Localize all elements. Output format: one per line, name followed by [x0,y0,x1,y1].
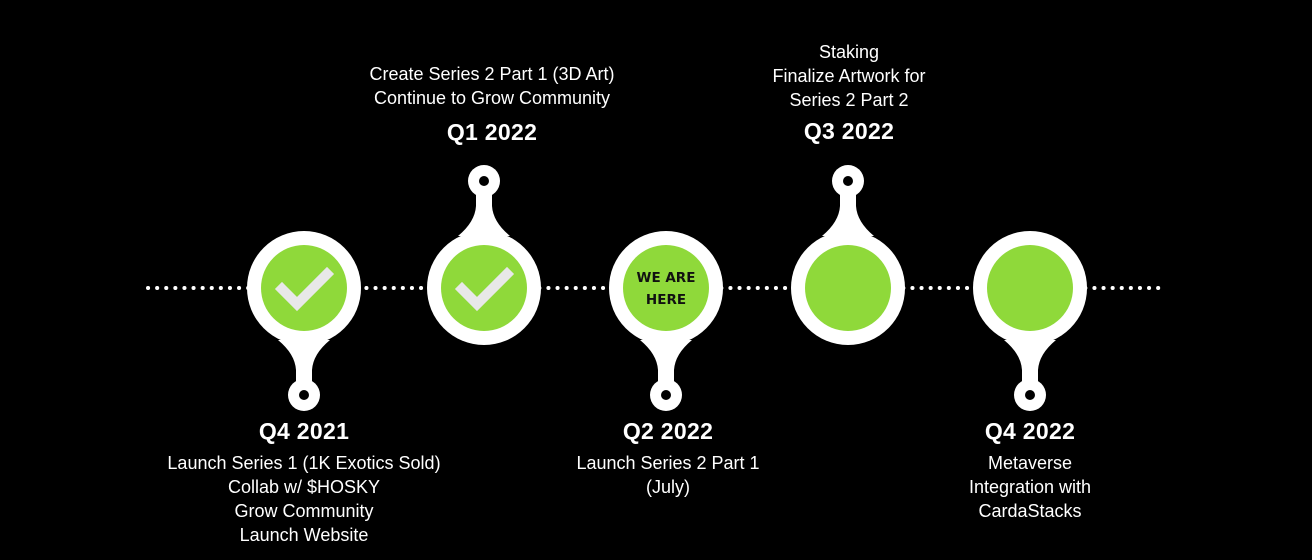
node-knob-hole [843,176,853,186]
milestone-q3-2022-label: Staking Finalize Artwork for Series 2 Pa… [669,40,1029,144]
milestone-q2-2022-label: Q2 2022 Launch Series 2 Part 1 (July) [488,418,848,499]
milestone-quarter: Q4 2022 [984,418,1076,444]
milestone-quarter: Q3 2022 [803,118,895,144]
milestone-quarter: Q4 2021 [258,418,350,444]
milestone-q4-2022-label: Q4 2022 Metaverse Integration with Carda… [850,418,1210,523]
milestone-line: Continue to Grow Community [373,88,611,108]
milestone-description: Launch Series 1 (1K Exotics Sold) Collab… [124,451,484,547]
milestone-line: CardaStacks [978,501,1082,521]
milestone-line: Collab w/ $HOSKY [227,477,381,497]
milestone-line: Series 2 Part 2 [789,90,909,110]
milestone-q4-2021-label: Q4 2021 Launch Series 1 (1K Exotics Sold… [124,418,484,547]
we-are-here-marker: HERE [646,292,686,308]
milestone-line: Integration with [968,477,1092,497]
milestone-line: Metaverse [987,453,1073,473]
milestone-description: Staking Finalize Artwork for Series 2 Pa… [669,40,1029,112]
timeline-node [973,231,1087,411]
node-fill [987,245,1073,331]
milestone-line: Launch Series 1 (1K Exotics Sold) [167,453,441,473]
milestone-line: Finalize Artwork for [772,66,926,86]
milestone-line: Staking [818,42,880,62]
node-fill [805,245,891,331]
timeline-node [791,165,905,345]
we-are-here-marker: WE ARE [637,270,696,286]
timeline-node [427,165,541,345]
timeline-node [247,231,361,411]
node-knob-hole [299,390,309,400]
node-fill [261,245,347,331]
timeline-node: WE ARE HERE [609,231,723,411]
milestone-quarter: Q2 2022 [622,418,714,444]
node-fill [623,245,709,331]
node-fill [441,245,527,331]
timeline-nodes: WE ARE HERE [247,165,1087,411]
milestone-q1-2022-label: Create Series 2 Part 1 (3D Art) Continue… [312,62,672,145]
node-knob-hole [1025,390,1035,400]
milestone-description: Metaverse Integration with CardaStacks [850,451,1210,523]
check-icon [274,266,335,312]
milestone-description: Create Series 2 Part 1 (3D Art) Continue… [312,62,672,110]
milestone-description: Launch Series 2 Part 1 (July) [488,451,848,499]
milestone-line: Create Series 2 Part 1 (3D Art) [369,64,615,84]
milestone-line: Launch Series 2 Part 1 [576,453,760,473]
milestone-line: Grow Community [234,501,374,521]
check-icon [454,266,515,312]
milestone-line: Launch Website [239,525,369,545]
milestone-line: (July) [646,477,690,497]
node-knob-hole [661,390,671,400]
milestone-quarter: Q1 2022 [446,119,538,145]
node-knob-hole [479,176,489,186]
